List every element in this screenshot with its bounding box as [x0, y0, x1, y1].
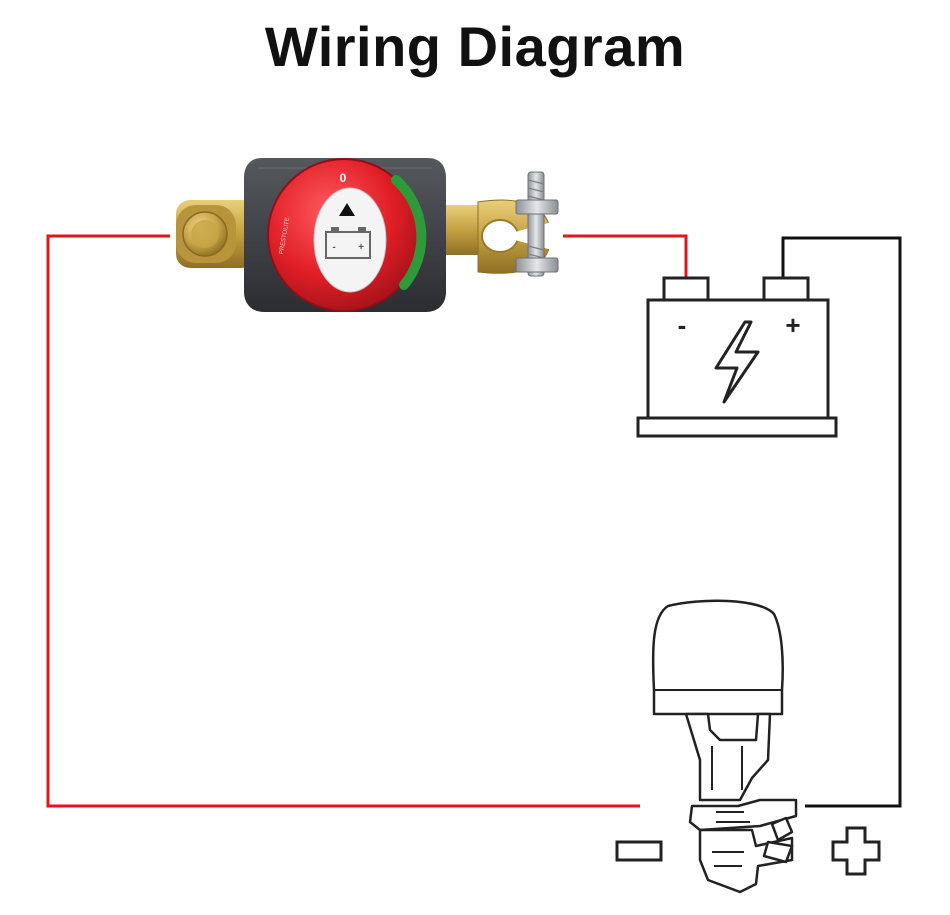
mini-positive-label: + [358, 242, 364, 253]
battery: - + [636, 276, 838, 438]
battery-case [646, 298, 830, 420]
off-marker-label: 0 [340, 171, 347, 185]
page-title: Wiring Diagram [264, 15, 686, 78]
motor-midsection [684, 712, 772, 802]
motor-propeller [770, 816, 794, 842]
motor-positive-symbol-box [831, 826, 881, 876]
motor-cowling [651, 599, 784, 716]
wire-red-left [46, 234, 640, 808]
switch-knob[interactable]: - + 0 PRESTOLITE [267, 158, 427, 312]
switch-left-brass-post [176, 200, 256, 268]
lightning-bolt-icon [714, 320, 760, 404]
motor-negative-symbol: − [638, 857, 640, 859]
wire-red-right [563, 234, 688, 278]
switch-right-clamp [430, 171, 559, 277]
clamp-bolt [515, 171, 559, 277]
wire-black-positive [781, 236, 902, 808]
battery-negative-symbol: - [678, 310, 687, 340]
outboard-motor [651, 599, 798, 894]
battery-positive-symbol: + [785, 310, 800, 340]
pointer-triangle-icon [339, 203, 355, 216]
mini-negative-label: - [332, 242, 335, 253]
battery-base [636, 416, 838, 438]
battery-switch: - + 0 PRESTOLITE [176, 158, 559, 312]
battery-positive-terminal [762, 276, 810, 302]
motor-positive-symbol: + [855, 855, 857, 857]
mini-battery-icon [325, 227, 371, 259]
battery-negative-terminal [662, 276, 710, 302]
on-indicator-arc [391, 175, 427, 290]
motor-negative-symbol-box [615, 840, 663, 862]
